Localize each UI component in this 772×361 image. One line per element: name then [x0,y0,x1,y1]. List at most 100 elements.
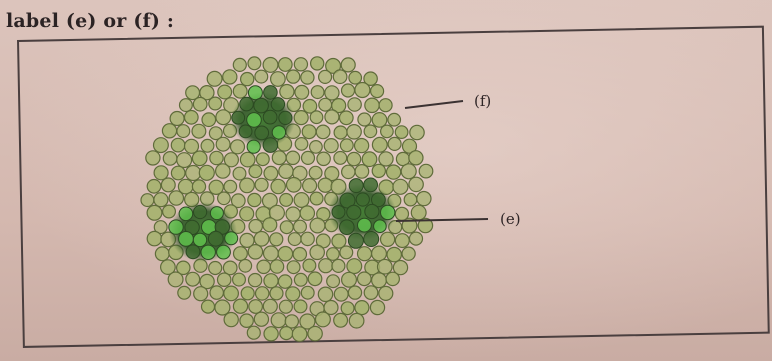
colony-cell [168,272,183,287]
colony-cell [395,126,408,139]
colony-cell [286,151,299,164]
colony-cell [365,98,379,112]
dark-cell [356,193,369,206]
dark-cell [225,232,238,245]
colony-cell [231,140,245,154]
colony-cell [358,113,371,126]
colony-cell [218,192,231,205]
colony-cell [355,139,369,153]
colony-cell [401,164,416,179]
colony-cell [293,248,306,261]
dark-cell [194,205,207,218]
colony-cell [154,138,169,153]
colony-cell [147,180,161,194]
colony-cell [147,205,162,220]
colony-cell [333,70,347,84]
colony-cell [280,221,293,234]
colony-cell [279,164,293,178]
colony-cell [215,300,230,315]
colony-cell [154,166,168,180]
colony-cell [264,166,278,180]
colony-cell [272,151,286,165]
colony-cell [279,300,292,313]
dark-cell [247,140,260,153]
colony-cell [316,312,331,327]
colony-cell [169,191,183,205]
colony-cell [192,124,206,138]
colony-cell [358,272,372,286]
colony-cell [240,152,255,167]
colony-cell [294,220,307,233]
colony-cell [358,247,372,261]
label-f: (f) [474,92,491,110]
dark-cell [381,205,395,219]
colony-cell [349,71,362,84]
colony-cell [278,247,292,261]
colony-cell [239,260,252,273]
colony-cell [372,137,387,152]
colony-cell [287,70,300,83]
colony-cell [318,178,332,192]
dark-cell [254,98,269,113]
colony-cell [218,85,232,99]
colony-cell [171,138,185,152]
colony-cell [386,272,399,285]
colony-cell [334,126,347,139]
colony-cell [141,194,154,207]
colony-cell [264,246,279,261]
colony-cell [286,287,300,301]
colony-cell [280,85,294,99]
colony-cell [309,166,322,179]
colony-cell [162,124,176,138]
dark-cell [255,126,269,140]
colony-cell [285,315,298,328]
colony-cell [301,286,314,299]
colony-cell [341,58,355,72]
colony-cell [199,165,214,180]
colony-cell [271,313,286,328]
dark-cell [193,233,206,246]
colony-cell [340,139,353,152]
label-e: (e) [500,210,521,228]
colony-cell [193,97,207,111]
colony-cell [177,153,192,168]
colony-cell [201,139,214,152]
colony-cell [255,178,268,191]
dark-cell [340,220,355,235]
colony-cell [302,151,315,164]
dark-cell [349,179,363,193]
colony-cell [248,193,261,206]
dark-cell [208,231,223,246]
colony-cell [332,259,345,272]
colony-cell [355,301,369,315]
colony-cell [294,273,307,286]
colony-cell [257,260,270,273]
colony-cell [340,246,353,259]
dark-cell [332,206,345,219]
colony-cell [410,125,424,139]
colony-cell [256,153,269,166]
colony-cell [216,164,230,178]
dark-cell [279,111,292,124]
colony-cell [240,314,253,327]
colony-cell [280,327,293,340]
colony-cell [294,300,307,313]
colony-cell [249,220,262,233]
colony-cell [347,152,360,165]
dark-cell [263,138,278,153]
colony-cell [311,86,324,99]
colony-cell [263,218,277,232]
colony-cell [372,273,387,288]
colony-cell [178,286,191,299]
colony-cell [325,86,339,100]
colony-cell [379,286,393,300]
dark-cell [364,232,379,247]
colony-cell [379,99,392,112]
colony-cell [347,125,361,139]
colony-cell [224,286,239,301]
colony-cell [233,167,246,180]
dark-cell [232,111,245,124]
colony-cell [224,180,237,193]
colony-cell [240,207,254,221]
dark-cell [348,233,363,248]
